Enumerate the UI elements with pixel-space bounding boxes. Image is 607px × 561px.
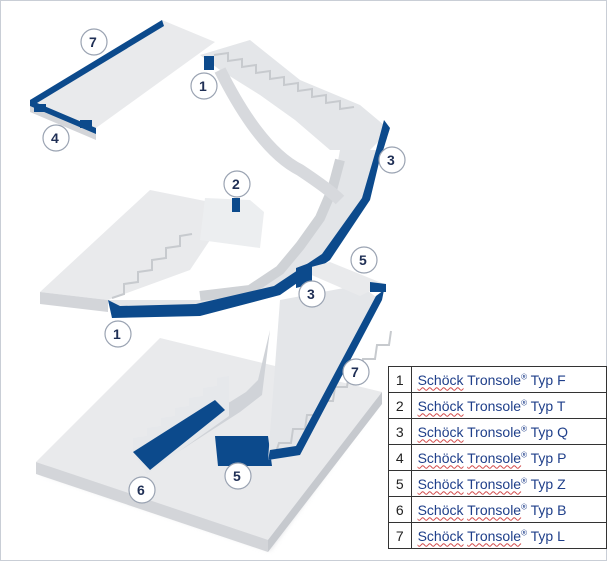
callout-3-middle: 3 [298,280,326,308]
legend-number: 4 [388,444,412,471]
top-winding-flight [200,40,390,205]
legend-number: 2 [388,392,412,419]
svg-text:5: 5 [359,252,367,268]
svg-text:1: 1 [113,326,121,342]
legend-row: 1 Schöck Tronsole® Typ F [388,366,607,393]
right-landing [296,262,386,296]
callout-5-top: 5 [350,246,378,274]
callout-1-middle: 1 [104,320,132,348]
callout-1-top: 1 [190,72,218,100]
legend-text: Schöck Tronsole® Typ B [410,496,607,523]
callout-3-top: 3 [378,146,406,174]
middle-landing-slab [40,190,250,312]
legend-row: 5 Schöck Tronsole® Typ Z [388,470,607,497]
legend-text: Schöck Tronsole® Typ F [410,366,607,393]
top-floor-slab [30,20,215,140]
svg-text:4: 4 [51,130,59,146]
bottom-flight [133,330,272,474]
callout-7-bottom: 7 [342,358,370,386]
legend-table: 1 Schöck Tronsole® Typ F 2 Schöck Tronso… [388,366,607,549]
middle-right-flight [268,285,392,460]
svg-text:3: 3 [387,152,395,168]
callout-7-top: 7 [80,28,108,56]
svg-text:6: 6 [137,482,145,498]
callout-4: 4 [42,124,70,152]
legend-text: Schöck Tronsole® Typ Z [410,470,607,497]
legend-row: 7 Schöck Tronsole® Typ L [388,522,607,549]
legend-row: 4 Schöck Tronsole® Typ P [388,444,607,471]
legend-number: 1 [388,366,412,393]
legend-text: Schöck Tronsole® Typ L [410,522,607,549]
svg-text:5: 5 [233,468,241,484]
callout-6: 6 [128,476,156,504]
legend-text: Schöck Tronsole® Typ T [410,392,607,419]
svg-text:7: 7 [89,34,97,50]
legend-row: 3 Schöck Tronsole® Typ Q [388,418,607,445]
callout-5-bottom: 5 [224,462,252,490]
legend-number: 3 [388,418,412,445]
legend-number: 5 [388,470,412,497]
svg-text:3: 3 [307,286,315,302]
legend-row: 6 Schöck Tronsole® Typ B [388,496,607,523]
legend-number: 7 [388,522,412,549]
legend-number: 6 [388,496,412,523]
svg-text:7: 7 [351,364,359,380]
legend-text: Schöck Tronsole® Typ P [410,444,607,471]
legend-text: Schöck Tronsole® Typ Q [410,418,607,445]
legend-row: 2 Schöck Tronsole® Typ T [388,392,607,419]
svg-text:1: 1 [199,78,207,94]
callout-2: 2 [223,170,251,198]
svg-text:2: 2 [232,176,240,192]
